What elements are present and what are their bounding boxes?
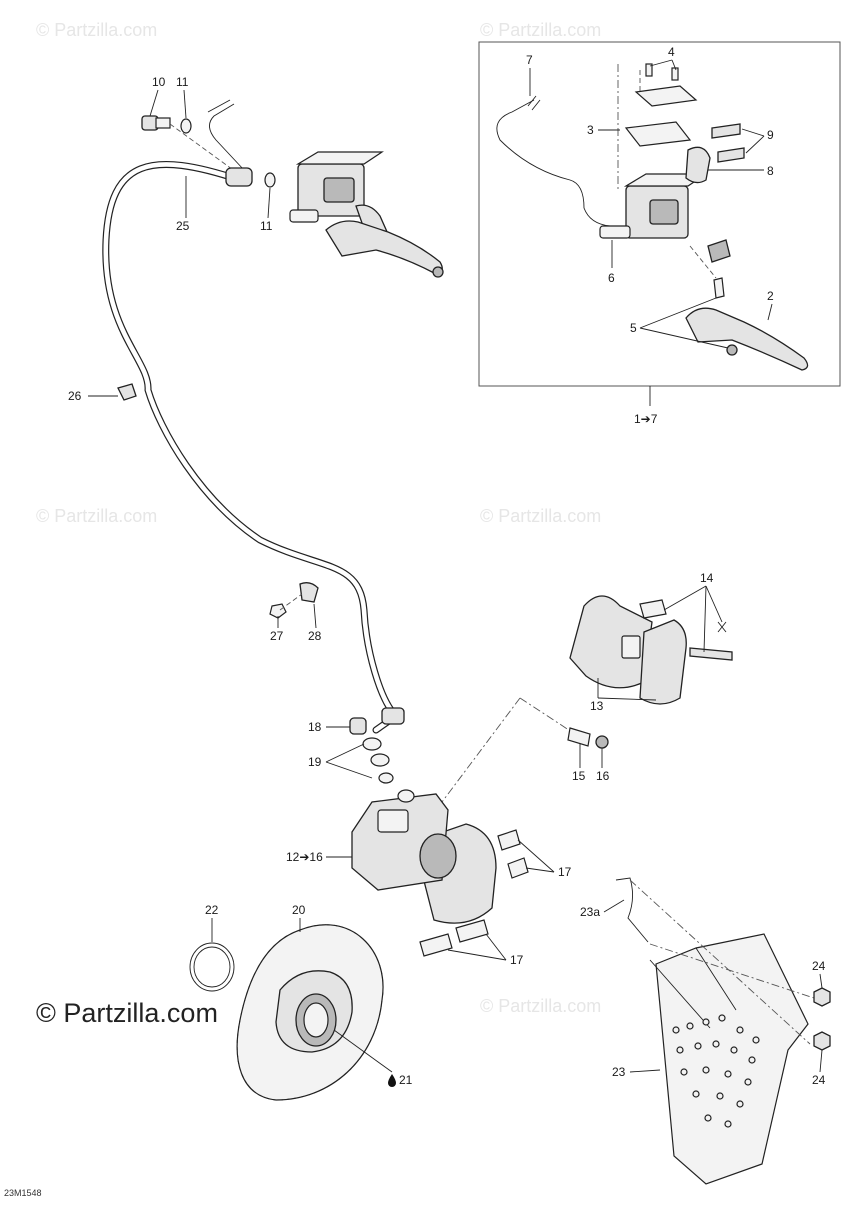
callout-5: 5 [630,321,637,335]
brake-light-switch [599,225,631,239]
hose-banjo-fitting [225,167,253,187]
watermark-text: © Partzilla.com [480,506,601,526]
banjo-bolt[interactable] [141,115,276,188]
brake-caliper[interactable] [351,789,497,924]
brake-disc[interactable] [236,924,384,1101]
callout-25: 25 [176,219,190,233]
hose-clamp[interactable] [117,383,319,619]
watermark-text: © Partzilla.com [36,506,157,526]
master-cylinder-kit-box [478,41,841,387]
callout-24: 24 [812,959,826,973]
caliper-bolts[interactable] [419,829,529,957]
callout-26: 26 [68,389,82,403]
bleeder-cap [595,735,609,749]
reservoir-diaphragm [624,121,692,147]
o-ring[interactable] [189,942,235,992]
callout-11: 11 [176,75,189,89]
callout-20: 20 [292,903,306,917]
callout-7: 7 [526,53,533,67]
kit-master-cylinder[interactable] [599,64,731,263]
clamp [685,146,711,184]
callout-14: 14 [700,571,714,585]
sealing-washer [264,172,276,188]
disc-guard[interactable] [649,933,809,1185]
watermark-layer: © Partzilla.com © Partzilla.com © Partzi… [36,20,601,1016]
callout-27: 27 [270,629,284,643]
pivot-bolt [713,277,725,299]
caliper-fitting[interactable] [349,717,394,784]
callout-6: 6 [608,271,615,285]
callout-3: 3 [587,123,594,137]
sealing-washer [362,737,382,751]
reservoir-cap [634,85,698,107]
callout-18: 18 [308,720,322,734]
pad-spring [621,635,641,659]
pad-right [639,619,687,705]
drop-icon [388,1074,396,1087]
partzilla-watermark: © Partzilla.com [36,998,218,1028]
guard-nuts[interactable] [813,987,831,1051]
guard-holes [672,1014,760,1128]
kit-brake-lever[interactable] [685,245,809,371]
watermark-text: © Partzilla.com [36,20,157,40]
callout-10: 10 [152,75,166,89]
callout-13: 13 [590,699,604,713]
watermark-text: © Partzilla.com [480,20,601,40]
brake-pads[interactable] [569,595,733,705]
pad-pin [689,647,733,661]
callout-11: 11 [260,219,273,233]
callout-9: 9 [767,128,774,142]
clamp-nut [269,603,287,619]
brake-lever [325,220,443,275]
brake-hose[interactable] [102,160,405,734]
callout-4: 4 [668,45,675,59]
callout-19: 19 [308,755,322,769]
sealing-washer [180,118,192,134]
pivot-nut [726,344,738,356]
watermark-text: © Partzilla.com [480,996,601,1016]
callout-23: 23 [612,1065,626,1079]
callout-21: 21 [399,1073,413,1087]
sealing-washer [370,753,390,767]
switch-wire [496,99,611,227]
callout-23a: 23a [580,905,600,919]
callout-17: 17 [510,953,524,967]
boot [707,239,731,263]
switch-wire-top [209,103,245,171]
master-cylinder-assembly[interactable] [289,151,444,278]
callout-17: 17 [558,865,572,879]
callout-28: 28 [308,629,322,643]
caliper-kit-label: 12➔16 [286,850,323,864]
callout-15: 15 [572,769,586,783]
callout-16: 16 [596,769,610,783]
drawing-code: 23M1548 [4,1188,42,1198]
callout-8: 8 [767,164,774,178]
callout-22: 22 [205,903,219,917]
callout-2: 2 [767,289,774,303]
bleeder-screw[interactable] [567,727,609,749]
kit-label: 1➔7 [634,412,658,426]
guard-rod[interactable] [615,877,821,1045]
callout-24: 24 [812,1073,826,1087]
screws[interactable] [645,63,745,163]
